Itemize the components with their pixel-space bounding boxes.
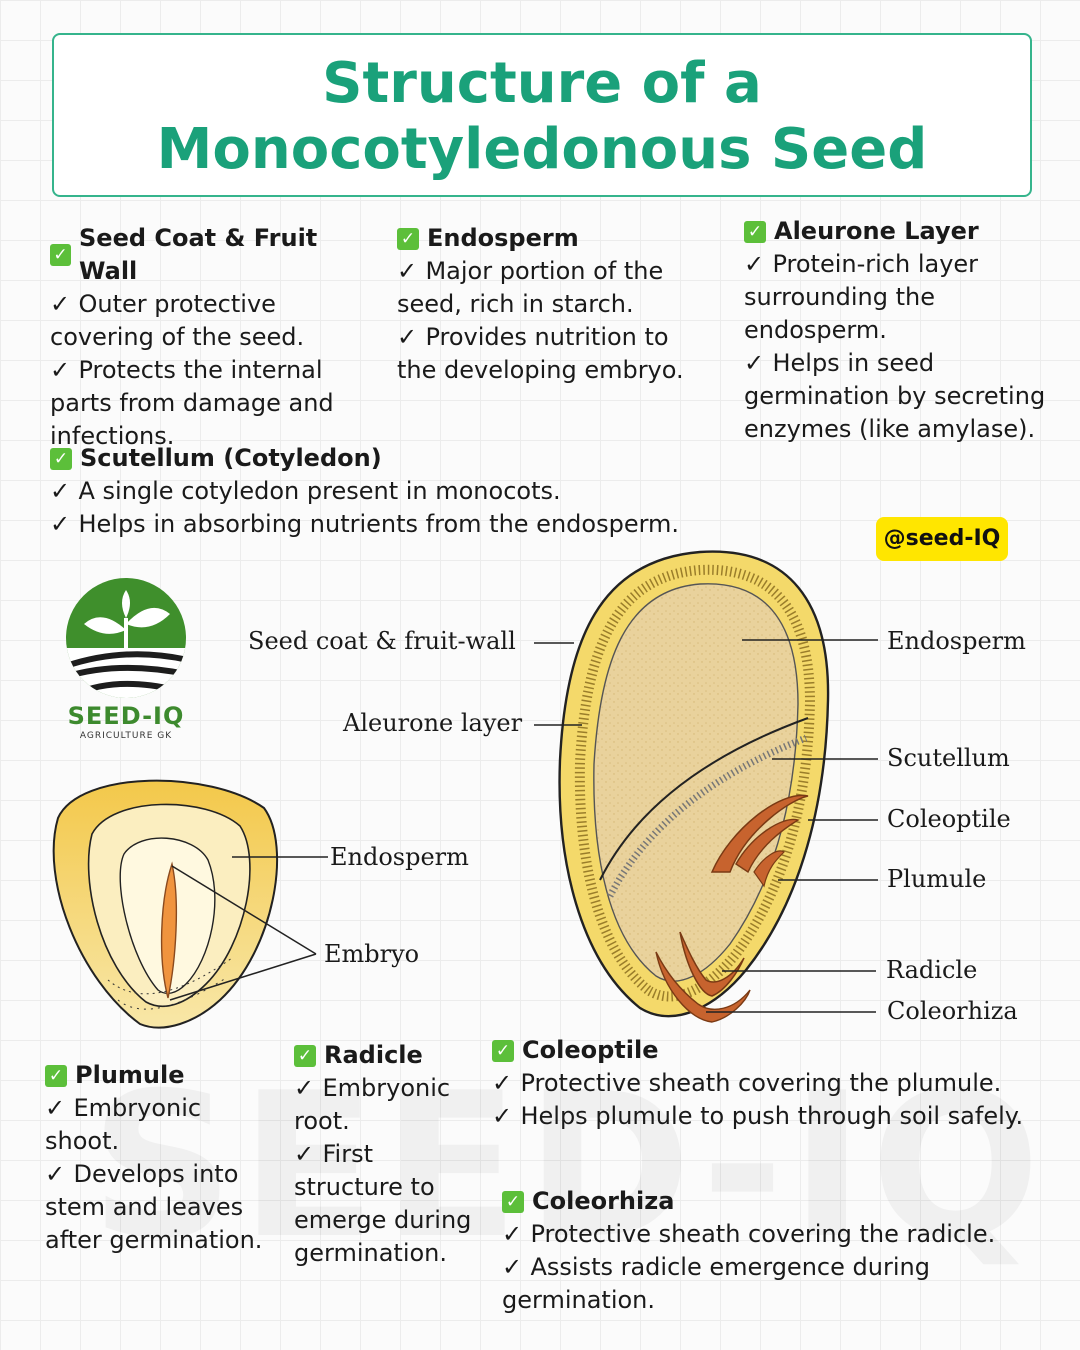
label-coleoptile: Coleoptile <box>887 805 1011 833</box>
section-point: Major portion of the seed, rich in starc… <box>397 255 707 321</box>
logo: SEED-IQ AGRICULTURE GK <box>56 578 196 741</box>
section-heading: Coleorhiza <box>532 1187 675 1215</box>
label-endosperm-small: Endosperm <box>330 843 469 871</box>
section-point: Helps in absorbing nutrients from the en… <box>50 508 710 541</box>
section-coleoptile: ✓ Coleoptile Protective sheath covering t… <box>492 1034 1052 1133</box>
small-seed <box>52 779 279 1029</box>
large-seed-section <box>558 550 830 1023</box>
section-heading: Scutellum (Cotyledon) <box>80 444 382 472</box>
section-point: Assists radicle emergence during germina… <box>502 1251 1022 1317</box>
label-plumule: Plumule <box>887 865 987 893</box>
section-point: Develops into stem and leaves after germ… <box>45 1158 270 1257</box>
section-point: Protects the internal parts from damage … <box>50 354 370 453</box>
check-icon: ✓ <box>50 244 71 266</box>
section-seed-coat: ✓ Seed Coat & Fruit Wall Outer protective… <box>50 222 370 453</box>
section-point: Outer protective covering of the seed. <box>50 288 370 354</box>
section-heading: Plumule <box>75 1061 185 1089</box>
check-icon: ✓ <box>294 1044 316 1067</box>
check-icon: ✓ <box>50 447 72 470</box>
section-heading: Radicle <box>324 1041 423 1069</box>
section-point: Helps in seed germination by secreting e… <box>744 347 1064 446</box>
check-icon: ✓ <box>45 1064 67 1087</box>
label-endosperm: Endosperm <box>887 627 1026 655</box>
logo-sprout-icon <box>66 578 186 698</box>
label-scutellum: Scutellum <box>887 744 1010 772</box>
section-plumule: ✓ Plumule Embryonic shoot. Develops into … <box>45 1059 270 1257</box>
section-heading: Coleoptile <box>522 1036 659 1064</box>
section-endosperm: ✓ Endosperm Major portion of the seed, ri… <box>397 222 707 387</box>
label-seed-coat: Seed coat & fruit-wall <box>248 627 516 655</box>
page-title-line1: Structure of a <box>322 51 762 116</box>
section-point: Embryonic shoot. <box>45 1092 270 1158</box>
check-icon: ✓ <box>492 1039 514 1062</box>
page-title-line2: Monocotyledonous Seed <box>156 117 928 182</box>
section-heading: Seed Coat & Fruit Wall <box>79 224 318 285</box>
section-aleurone: ✓ Aleurone Layer Protein-rich layer surro… <box>744 215 1064 446</box>
section-heading: Aleurone Layer <box>774 217 979 245</box>
section-point: A single cotyledon present in monocots. <box>50 475 710 508</box>
section-point: Protective sheath covering the radicle. <box>502 1218 1022 1251</box>
section-point: Protective sheath covering the plumule. <box>492 1067 1052 1100</box>
title-box: Structure of a Monocotyledonous Seed <box>52 33 1032 197</box>
section-scutellum: ✓ Scutellum (Cotyledon) A single cotyledo… <box>50 442 710 541</box>
section-heading: Endosperm <box>427 224 579 252</box>
label-embryo: Embryo <box>324 940 420 968</box>
check-icon: ✓ <box>744 220 766 243</box>
check-icon: ✓ <box>502 1190 524 1213</box>
handle-badge: @seed-IQ <box>876 517 1008 561</box>
section-point: First structure to emerge during germina… <box>294 1138 480 1270</box>
check-icon: ✓ <box>397 227 419 250</box>
logo-brand: SEED-IQ <box>67 702 185 730</box>
section-point: Protein-rich layer surrounding the endos… <box>744 248 1064 347</box>
label-aleurone: Aleurone layer <box>343 709 523 737</box>
section-radicle: ✓ Radicle Embryonic root. First structure… <box>294 1039 480 1270</box>
section-point: Helps plumule to push through soil safel… <box>492 1100 1052 1133</box>
section-point: Embryonic root. <box>294 1072 480 1138</box>
logo-subtitle: AGRICULTURE GK <box>79 731 173 741</box>
label-coleorhiza: Coleorhiza <box>887 997 1018 1025</box>
section-point: Provides nutrition to the developing emb… <box>397 321 707 387</box>
label-radicle: Radicle <box>886 956 978 984</box>
section-coleorhiza: ✓ Coleorhiza Protective sheath covering t… <box>502 1185 1022 1317</box>
